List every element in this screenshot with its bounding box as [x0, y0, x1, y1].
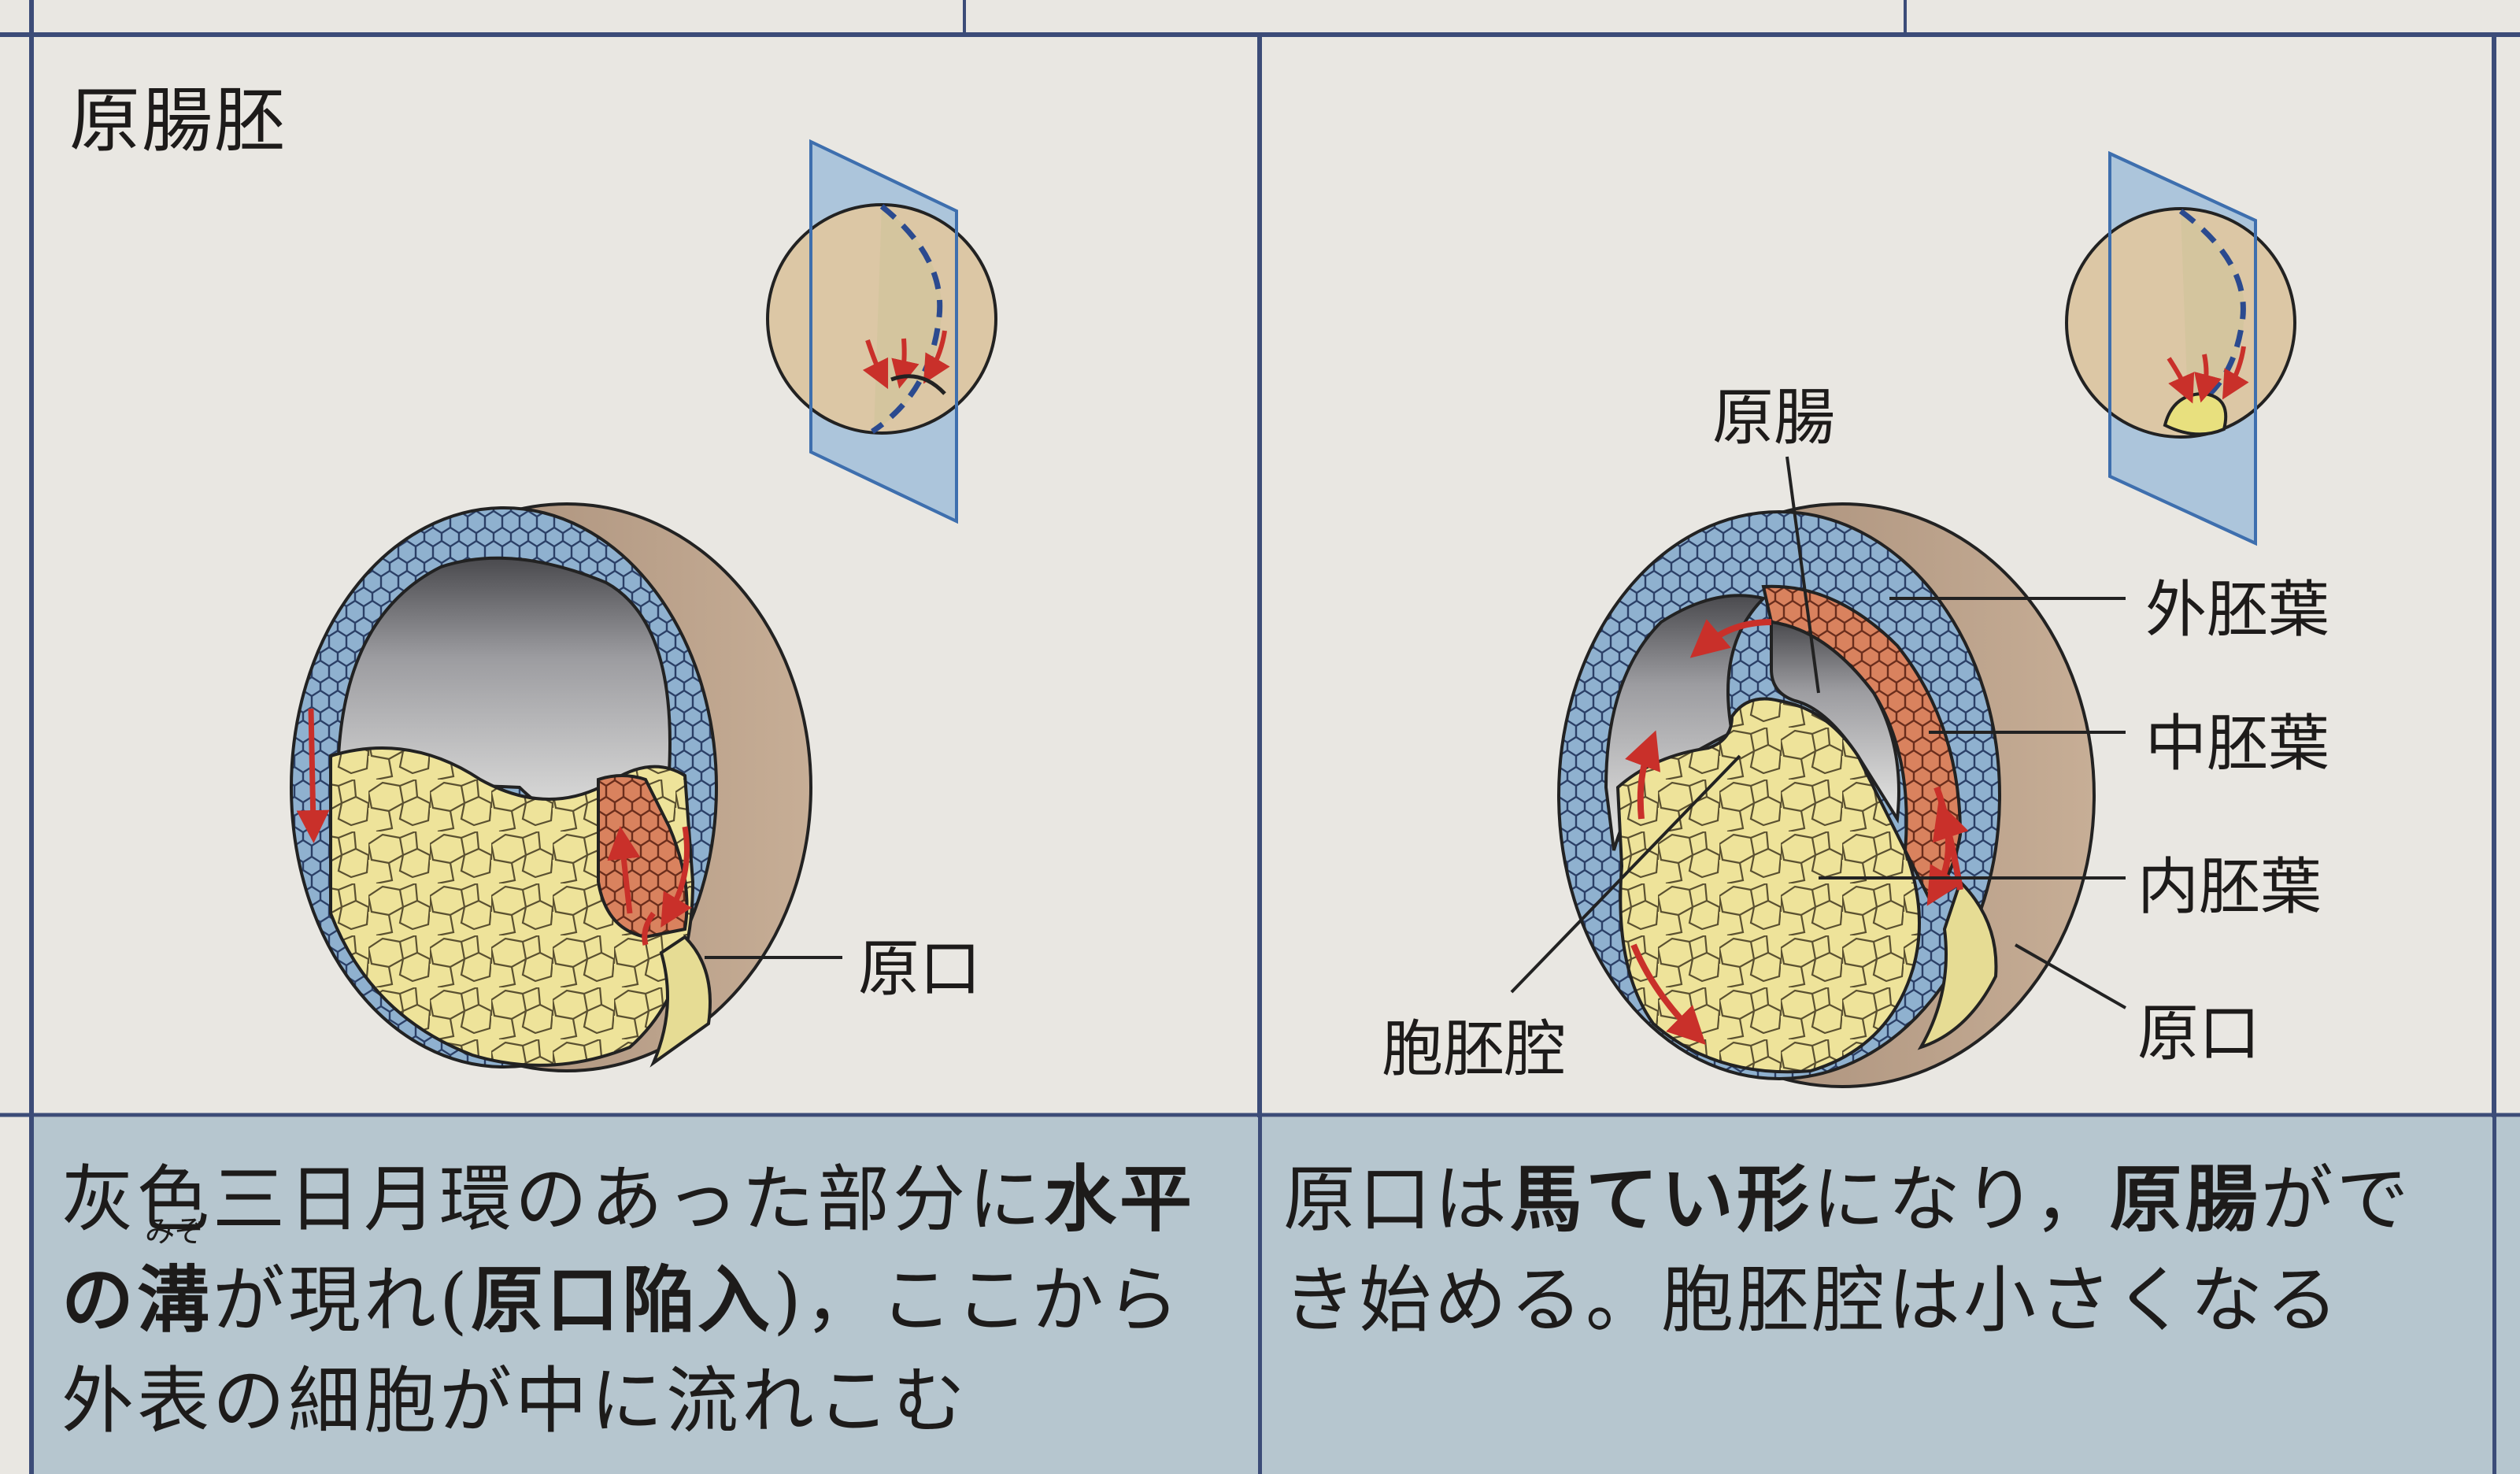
right-reference-embryo: [2065, 150, 2296, 546]
label-right-blastopore: 原口: [2137, 998, 2261, 1069]
left-reference-embryo: [766, 139, 997, 524]
ruby-reading: みぞ: [145, 1214, 205, 1249]
label-blastocoel: 胞胚腔: [1382, 1014, 1567, 1085]
right-caption-text-2: になり，: [1812, 1157, 2110, 1242]
right-caption: 原口は馬てい形になり，原腸ができ始める。胞胚腔は小さくなる: [1283, 1150, 2480, 1351]
left-caption-bg: [34, 1117, 1258, 1474]
left-caption-text-3: )，ここから外表の細胞が中に流れこむ: [61, 1258, 1182, 1443]
left-caption-text-2: が現れ(: [213, 1258, 471, 1343]
left-caption-bold-2: 原口陥入: [470, 1258, 773, 1343]
right-leader-lines: [1510, 456, 2126, 1009]
ruby-base: 溝: [137, 1258, 213, 1343]
left-caption-ruby-term: 溝みぞ: [137, 1216, 213, 1351]
right-caption-bg: [1262, 1117, 2492, 1474]
right-caption-text-1: 原口は: [1283, 1157, 1511, 1242]
left-label-blastopore: 原口: [858, 934, 982, 1005]
label-archenteron: 原腸: [1712, 383, 1836, 454]
right-caption-bold-2: 原腸: [2109, 1157, 2261, 1242]
label-mesoderm: 中胚葉: [2145, 709, 2330, 780]
left-caption-text-1: 灰色三日月環のあった部分に: [61, 1157, 1045, 1242]
left-caption-bold-1: 水平の: [61, 1157, 1196, 1343]
right-caption-bold-1: 馬てい形: [1510, 1157, 1813, 1242]
label-endoderm: 内胚葉: [2137, 852, 2322, 923]
left-gastrula-section: [290, 502, 812, 1072]
section-title: 原腸胚: [69, 80, 287, 162]
right-gastrula-section: [1557, 502, 2096, 1088]
label-ectoderm: 外胚葉: [2145, 575, 2330, 646]
left-caption: 灰色三日月環のあった部分に水平の溝 みぞが現れ(原口陥入)，ここから外表の細胞が中…: [61, 1150, 1250, 1452]
right-caption-text-3: ができ始める。胞胚腔は小さくなる: [1283, 1157, 2412, 1343]
